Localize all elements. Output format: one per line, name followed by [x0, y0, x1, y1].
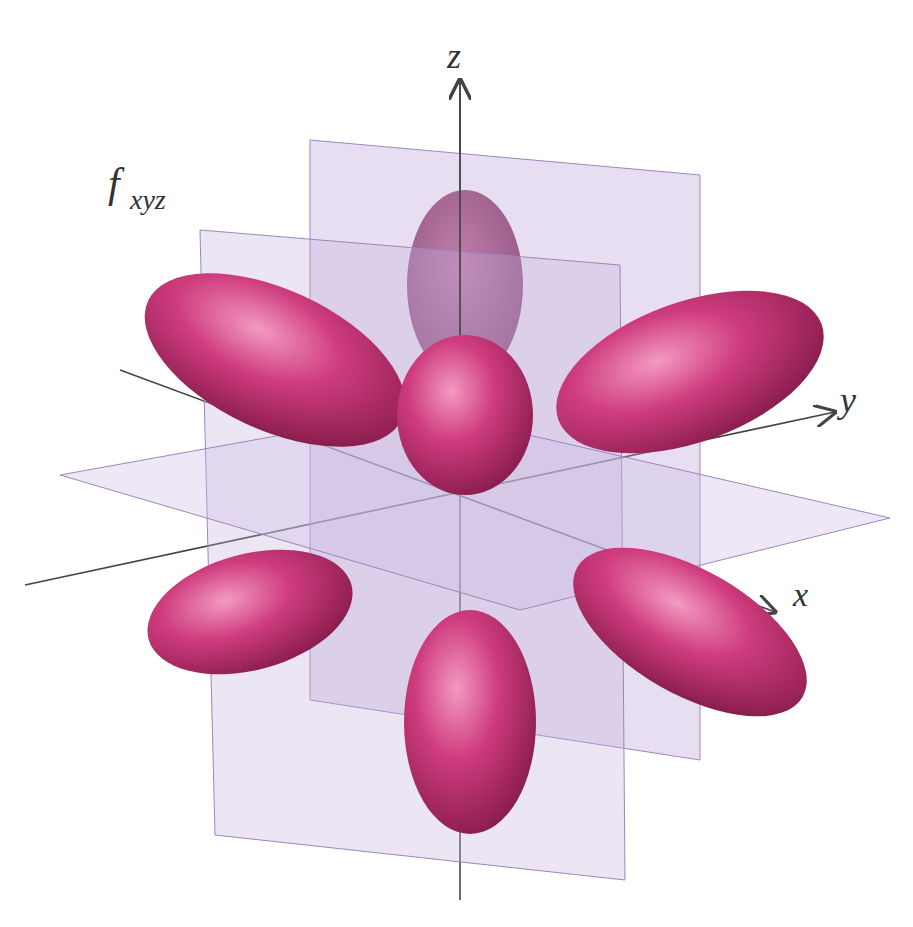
- lobe-lower-front: [404, 610, 536, 834]
- lobe-upper-right: [535, 258, 846, 485]
- axis-label: y: [840, 382, 856, 418]
- lobe-lower-right: [546, 513, 833, 750]
- z-axis-top: [459, 80, 461, 335]
- axis-label: z: [447, 38, 461, 74]
- axis-label: x: [793, 578, 808, 612]
- orbital-subscript: xyz: [130, 186, 166, 214]
- lobe-lower-left: [134, 529, 367, 695]
- orbital-name: f: [108, 162, 120, 204]
- lobe-upper-left: [119, 237, 432, 482]
- lobe-upper-front: [397, 335, 533, 495]
